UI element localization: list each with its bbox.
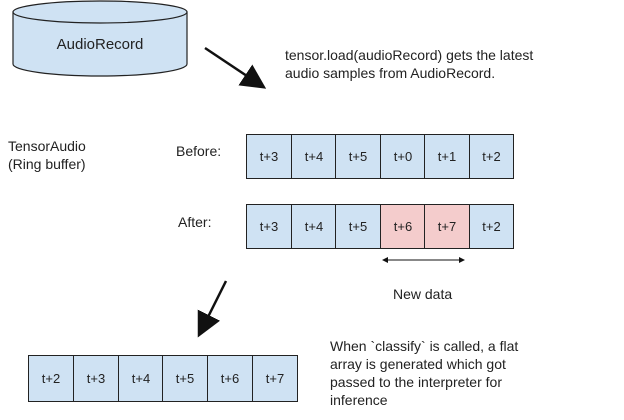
buffer-cell: t+3 [246, 134, 292, 179]
buffer-cell: t+2 [469, 134, 514, 179]
flat-array: t+2 t+3 t+4 t+5 t+6 t+7 [28, 355, 298, 402]
audio-record-cylinder [12, 0, 188, 77]
tensor-audio-subtitle: (Ring buffer) [8, 156, 86, 172]
load-note: tensor.load(audioRecord) gets the latest… [285, 46, 605, 82]
flat-array-cell: t+5 [162, 355, 208, 402]
buffer-cell: t+2 [469, 204, 514, 249]
flat-array-cell: t+2 [28, 355, 74, 402]
buffer-cell: t+5 [335, 204, 381, 249]
audio-record-label: AudioRecord [56, 36, 144, 53]
classify-note-line: array is generated which got [330, 356, 506, 372]
classify-arrow [197, 280, 228, 338]
buffer-cell: t+3 [246, 204, 292, 249]
flat-array-cell: t+3 [73, 355, 119, 402]
flat-array-cell: t+6 [207, 355, 253, 402]
buffer-cell: t+0 [380, 134, 426, 179]
load-arrow [204, 46, 267, 89]
tensor-audio-title: TensorAudio [8, 138, 86, 154]
load-note-line: audio samples from AudioRecord. [285, 65, 496, 81]
before-buffer: t+3 t+4 t+5 t+0 t+1 t+2 [246, 134, 514, 179]
buffer-cell: t+4 [291, 204, 337, 249]
load-note-line: tensor.load(audioRecord) gets the latest [285, 47, 534, 63]
before-label: Before: [176, 143, 222, 159]
after-buffer: t+3 t+4 t+5 t+6 t+7 t+2 [246, 204, 514, 249]
flat-array-cell: t+7 [252, 355, 298, 402]
classify-note-line: When `classify` is called, a flat [330, 338, 519, 354]
tensor-audio-label: TensorAudio (Ring buffer) [8, 137, 158, 173]
buffer-cell: t+5 [335, 134, 381, 179]
new-data-label: New data [393, 286, 453, 302]
flat-array-cell: t+4 [118, 355, 164, 402]
classify-note: When `classify` is called, a flat array … [330, 337, 610, 409]
buffer-cell: t+4 [291, 134, 337, 179]
buffer-cell: t+1 [424, 134, 470, 179]
classify-note-line: inference [330, 392, 388, 408]
buffer-cell-new: t+7 [424, 204, 470, 249]
after-label: After: [178, 214, 212, 230]
classify-note-line: passed to the interpreter for [330, 374, 502, 390]
buffer-cell-new: t+6 [380, 204, 426, 249]
